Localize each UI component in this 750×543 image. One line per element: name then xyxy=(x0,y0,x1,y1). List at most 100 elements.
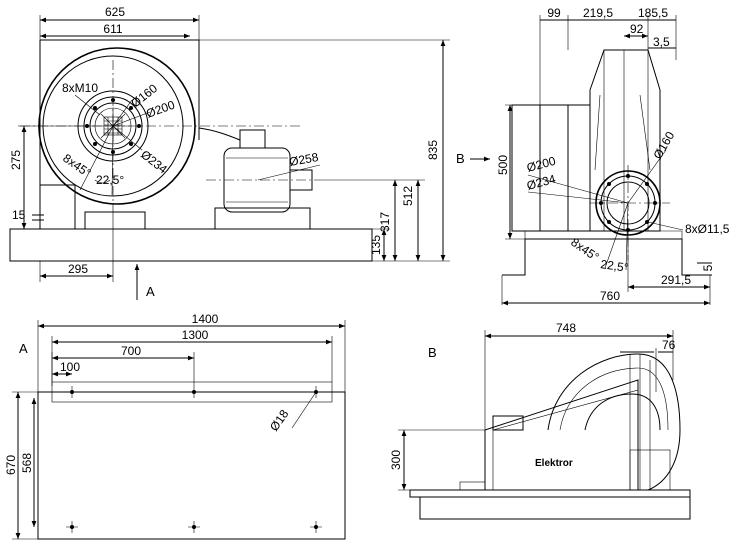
dim-700: 700 xyxy=(121,344,141,358)
bolt-hole xyxy=(607,182,611,186)
view-b-base-plate xyxy=(419,496,691,520)
dim-568: 568 xyxy=(20,453,34,473)
dim-1300: 1300 xyxy=(182,328,209,342)
dim-670: 670 xyxy=(4,455,18,475)
dim-92: 92 xyxy=(630,22,644,36)
front-leader-holes xyxy=(647,221,684,231)
dim-3-5: 3,5 xyxy=(653,35,670,49)
dim-line-15 xyxy=(32,214,44,221)
dim-748: 748 xyxy=(556,321,576,335)
front-ribs xyxy=(594,94,651,171)
dim-15: 15 xyxy=(12,208,26,222)
front-dim-ext-top xyxy=(539,15,677,105)
bolt-hole xyxy=(607,220,611,224)
front-housing-lines xyxy=(539,105,569,231)
dim-291-5: 291,5 xyxy=(661,273,691,287)
view-b-title: B xyxy=(428,345,437,360)
dim-317: 317 xyxy=(378,212,392,232)
view-a-base-outline xyxy=(37,391,346,540)
dim-99: 99 xyxy=(547,6,561,20)
view-a-holes xyxy=(66,386,322,533)
dim-100: 100 xyxy=(60,360,80,374)
side-flange-bolts xyxy=(85,98,141,154)
view-b-terminal-box xyxy=(492,415,524,431)
dim-611: 611 xyxy=(103,22,122,36)
dim-135: 135 xyxy=(369,235,383,255)
view-b-base-top xyxy=(409,489,691,498)
bolt-hole xyxy=(626,174,630,178)
bolt-hole xyxy=(653,201,657,205)
annot-bolts: 8xM10 xyxy=(62,81,98,95)
motor-foot xyxy=(214,207,311,230)
annot-holes: 8xØ11,5 xyxy=(685,222,730,236)
side-base-plate xyxy=(9,228,373,262)
annot-dia200: Ø200 xyxy=(144,98,177,121)
hole-mark xyxy=(188,521,200,533)
bolt-hole xyxy=(93,142,97,146)
dim-275: 275 xyxy=(9,150,23,170)
side-housing-bracket xyxy=(84,211,146,230)
dim-1400: 1400 xyxy=(192,312,219,326)
dim-835: 835 xyxy=(426,140,440,160)
view-a-dim-ext-1300 xyxy=(51,336,333,382)
annot-dia258: Ø258 xyxy=(288,150,320,169)
front-base-plate xyxy=(524,230,683,239)
view-b: B Elektror 748 76 300 xyxy=(389,321,691,520)
view-b-volute xyxy=(547,353,681,491)
hole-mark xyxy=(66,521,78,533)
dim-dia18: Ø18 xyxy=(267,407,292,434)
dim-76: 76 xyxy=(662,338,676,352)
front-view: 99 219,5 185,5 92 3,5 500 B Ø200 Ø234 Ø1… xyxy=(456,6,730,306)
front-leader-diameters xyxy=(527,174,629,204)
front-volute-lines xyxy=(603,50,649,231)
bolt-hole xyxy=(599,201,603,205)
motor-fins xyxy=(226,157,288,203)
bolt-hole xyxy=(129,142,133,146)
view-a: A 1400 1300 700 100 670 568 Ø18 xyxy=(4,312,346,540)
front-leader-angles xyxy=(604,202,629,271)
view-arrow-b-label: B xyxy=(456,151,465,166)
view-b-dim-ext-300 xyxy=(398,429,485,491)
hole-mark xyxy=(188,386,200,398)
angle-arc xyxy=(94,179,111,184)
leader-bolts xyxy=(74,94,101,116)
bolt-hole xyxy=(645,182,649,186)
view-b-dim-ext-748 xyxy=(484,330,674,430)
annot-front-angle2: 22,5° xyxy=(600,257,630,275)
hole-mark xyxy=(310,521,322,533)
dim-295: 295 xyxy=(68,262,88,276)
bolt-hole xyxy=(129,106,133,110)
view-b-flange-lines xyxy=(629,354,651,490)
annot-front-dia234: Ø234 xyxy=(525,172,557,193)
view-b-volute-inner xyxy=(559,367,669,431)
view-arrow-a-label: A xyxy=(146,284,155,299)
annot-front-dia160: Ø160 xyxy=(650,129,677,162)
view-b-motor-lines xyxy=(492,389,639,490)
dim-219-5: 219,5 xyxy=(583,6,613,20)
view-b-brand: Elektror xyxy=(535,458,573,469)
leader-dia258 xyxy=(257,164,321,181)
bolt-hole xyxy=(93,106,97,110)
view-b-outlet xyxy=(629,449,671,491)
view-b-impeller xyxy=(584,393,661,431)
annot-angle: 8x45° xyxy=(60,151,93,180)
view-a-title: A xyxy=(19,341,28,356)
bolt-hole xyxy=(137,124,141,128)
dim-625: 625 xyxy=(105,5,125,19)
side-view: 625 611 835 512 317 135 275 15 295 A 8xM… xyxy=(9,5,450,300)
dim-512: 512 xyxy=(401,186,415,206)
motor-terminal-box xyxy=(239,129,266,149)
leader-diameters xyxy=(112,99,151,151)
front-base-profile xyxy=(502,238,710,276)
dim-300: 300 xyxy=(389,450,403,470)
motor-end-cap xyxy=(290,169,313,191)
view-b-foot xyxy=(459,481,486,491)
view-a-dim-ext-1400 xyxy=(37,320,346,392)
hole-mark xyxy=(66,386,78,398)
view-b-motor-housing xyxy=(484,379,639,490)
annot-angle2: 22,5° xyxy=(96,173,124,187)
view-a-leader-dia18 xyxy=(291,391,317,429)
dim-760: 760 xyxy=(600,289,620,303)
